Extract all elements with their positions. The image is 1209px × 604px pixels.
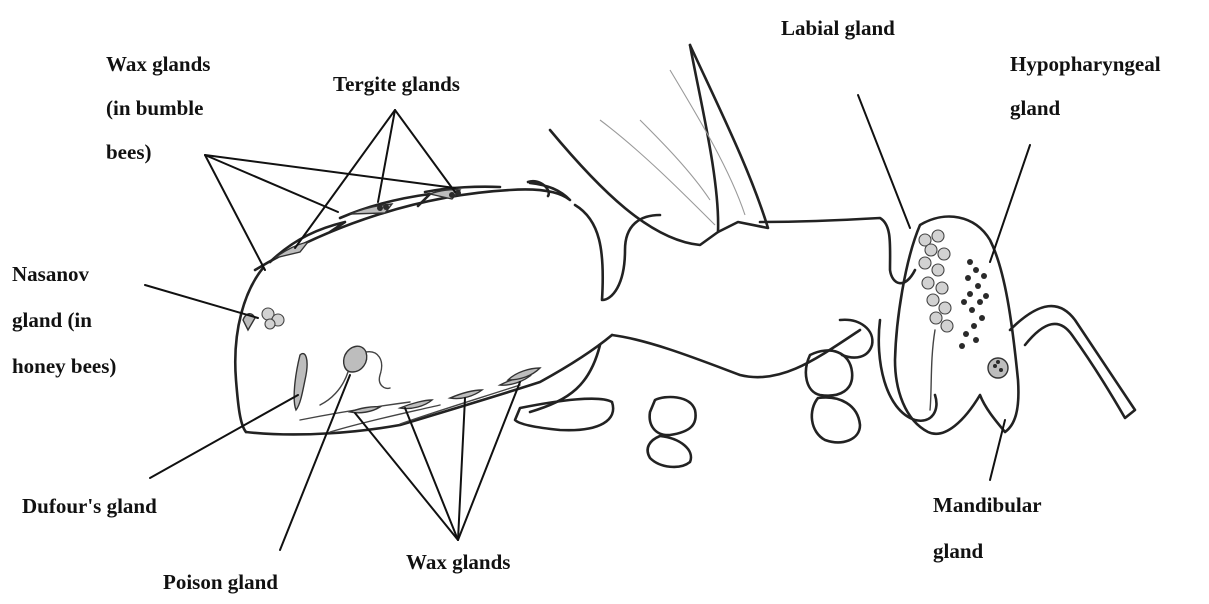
- abdomen: [235, 181, 612, 434]
- dufours-gland-drawing: [294, 354, 307, 410]
- labial-gland-drawing: [919, 230, 953, 410]
- label-hypopharyngeal-line1: Hypopharyngeal: [1010, 52, 1161, 76]
- legs: [515, 320, 872, 467]
- label-dufours-gland: Dufour's gland: [22, 494, 157, 518]
- label-nasanov-line2: gland (in: [12, 308, 92, 332]
- nasanov-gland-drawing: [243, 308, 284, 330]
- label-wax-glands-bumble-line1: Wax glands: [106, 52, 210, 76]
- label-wax-glands: Wax glands: [406, 550, 510, 574]
- label-poison-gland: Poison gland: [163, 570, 278, 594]
- label-hypopharyngeal-line2: gland: [1010, 96, 1060, 120]
- hypopharyngeal-gland-drawing: [959, 259, 989, 349]
- label-nasanov-line1: Nasanov: [12, 262, 89, 286]
- label-nasanov-line3: honey bees): [12, 354, 116, 378]
- label-wax-glands-bumble-line2: (in bumble: [106, 96, 203, 120]
- label-labial-gland: Labial gland: [781, 16, 895, 40]
- head: [879, 217, 1135, 434]
- thorax: [575, 205, 915, 377]
- label-wax-glands-bumble-line3: bees): [106, 140, 152, 164]
- poison-gland-drawing: [320, 346, 390, 405]
- label-tergite-glands: Tergite glands: [333, 72, 460, 96]
- label-mandibular-line2: gland: [933, 539, 983, 563]
- mandibular-gland-drawing: [988, 358, 1008, 378]
- label-mandibular-line1: Mandibular: [933, 493, 1042, 517]
